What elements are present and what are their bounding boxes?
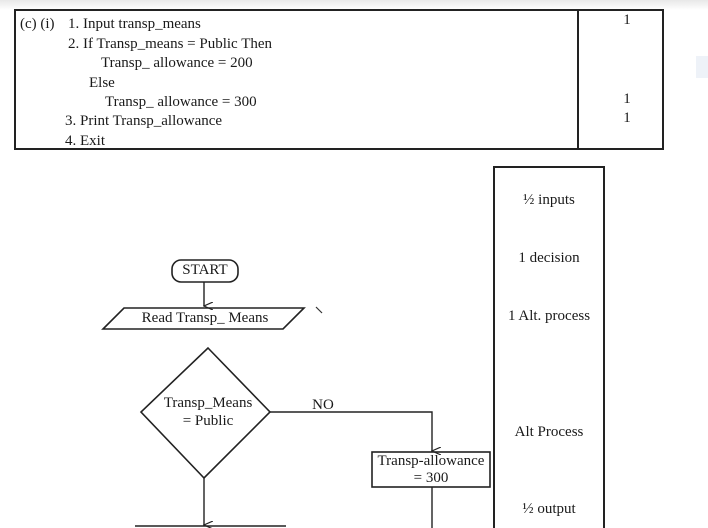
process-box <box>371 451 491 488</box>
page-top-shadow <box>0 0 708 10</box>
answer-divider <box>577 9 579 150</box>
start-terminal <box>171 259 239 283</box>
mark-step-3: 1 <box>623 110 631 126</box>
algorithm-step-3: 3. Print Transp_allowance <box>65 113 223 129</box>
mark-output: ½ output <box>522 501 576 517</box>
stray-mark <box>315 306 323 314</box>
process-label-line2: = 300 <box>413 470 449 486</box>
input-label: Read Transp_ Means <box>141 310 269 326</box>
side-tab <box>696 56 708 78</box>
algorithm-step-2: 2. If Transp_means = Public Then <box>68 36 273 52</box>
decision-label-line2: = Public <box>182 413 234 429</box>
mark-decision: 1 decision <box>518 250 580 266</box>
algorithm-step-1: 1. Input transp_means <box>68 16 201 32</box>
algorithm-step-2-else-body: Transp_ allowance = 300 <box>105 94 257 110</box>
marking-scheme-column: ½ inputs 1 decision 1 Alt. process Alt P… <box>493 166 605 528</box>
mark-inputs: ½ inputs <box>523 192 575 208</box>
process-label-line1: Transp-allowance <box>377 453 485 469</box>
algorithm-step-2-then: Transp_ allowance = 200 <box>101 55 253 71</box>
mark-step-1: 1 <box>623 12 631 28</box>
answer-box <box>14 9 664 150</box>
mark-step-2: 1 <box>623 91 631 107</box>
algorithm-step-2-else: Else <box>89 75 115 91</box>
no-branch-line <box>270 411 432 451</box>
algorithm-step-4: 4. Exit <box>65 133 105 149</box>
input-parallelogram <box>101 307 306 330</box>
decision-label-line1: Transp_Means <box>163 395 253 411</box>
mark-alt-process-2: Alt Process <box>514 424 584 440</box>
no-label: NO <box>312 397 334 413</box>
start-label: START <box>182 262 228 278</box>
question-label: (c) (i) <box>20 16 55 32</box>
mark-alt-process-1: 1 Alt. process <box>507 308 591 324</box>
